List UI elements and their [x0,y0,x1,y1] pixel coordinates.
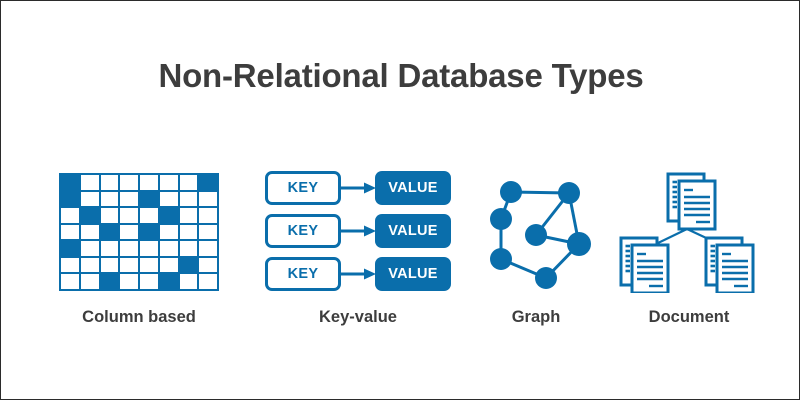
node-graph-icon [485,169,595,293]
grid-cell-filled [199,175,217,190]
grid-cell-empty [159,257,178,273]
graph-node [567,232,591,256]
grid-cell-empty [61,274,79,289]
grid-cell-filled [140,191,158,207]
grid-cell-empty [140,257,158,273]
panel-label-column-based: Column based [82,308,196,326]
document-front-page-lines [722,252,748,288]
document-front-page-lines [637,252,663,288]
grid-cell-empty [199,208,217,223]
grid-cell-empty [199,274,217,289]
grid-cell-empty [179,191,198,207]
grid-cell-empty [140,274,158,289]
graph-node [535,267,557,289]
grid-cell-empty [80,175,99,190]
grid-cell-filled [61,175,79,190]
grid-cell-empty [80,224,99,240]
grid-cell-filled [159,274,178,289]
column-grid [59,173,219,291]
grid-cell-empty [159,191,178,207]
grid-cell-empty [159,241,178,256]
document-tree-svg [619,172,755,295]
document-back-page-lines [672,180,677,209]
arrow-right-icon [341,182,376,194]
node-graph-svg [490,181,591,289]
grid-cell-empty [100,175,119,190]
grid-cell-empty [120,175,138,190]
key-box: KEY [265,214,341,248]
grid-cell-empty [100,208,119,223]
grid-cell-filled [61,241,79,256]
column-grid-icon [59,173,219,291]
key-value-row: KEY VALUE [263,214,453,248]
panel-label-document: Document [648,308,730,326]
grid-cell-empty [140,175,158,190]
key-value-row: KEY VALUE [263,257,453,291]
key-box: KEY [265,257,341,291]
grid-cell-empty [199,191,217,207]
grid-cell-empty [61,208,79,223]
grid-cell-filled [159,208,178,223]
key-box: KEY [265,171,341,205]
grid-cell-filled [179,257,198,273]
grid-cell-filled [100,224,119,240]
grid-cell-empty [140,241,158,256]
grid-cell-empty [179,175,198,190]
arrow-right-icon [341,225,376,237]
graph-node [525,224,547,246]
document-node-child-right [704,236,755,295]
document-node-child-left [619,236,670,295]
grid-cell-empty [61,224,79,240]
grid-cell-empty [80,257,99,273]
document-tree-icon [613,169,761,295]
graph-node [490,208,512,230]
panel-label-graph: Graph [511,308,561,326]
page-title: Non-Relational Database Types [158,57,644,94]
document-back-page-lines [710,244,715,273]
grid-cell-empty [80,274,99,289]
grid-cell-empty [199,241,217,256]
panel-label-key-value: Key-value [319,308,397,326]
grid-cell-filled [140,224,158,240]
grid-cell-empty [120,191,138,207]
graph-node [500,181,522,203]
grid-cell-empty [100,241,119,256]
grid-cell-empty [179,208,198,223]
grid-cell-empty [199,257,217,273]
grid-cell-empty [80,191,99,207]
grid-cell-empty [100,191,119,207]
grid-cell-empty [120,274,138,289]
grid-cell-filled [100,274,119,289]
grid-cell-empty [120,208,138,223]
grid-cell-empty [61,257,79,273]
grid-cell-filled [80,208,99,223]
grid-cell-empty [80,241,99,256]
value-box: VALUE [375,171,451,205]
grid-cell-empty [120,257,138,273]
grid-cell-empty [140,208,158,223]
key-value-pairs-icon: KEY VALUE KEY VALUE KEY VALUE [263,169,453,293]
grid-cell-empty [199,224,217,240]
grid-cell-empty [120,224,138,240]
graph-node [490,248,512,270]
grid-cell-empty [120,241,138,256]
grid-cell-filled [61,191,79,207]
graph-nodes [490,181,591,289]
grid-cell-empty [159,175,178,190]
value-box: VALUE [375,257,451,291]
grid-cell-empty [179,224,198,240]
graph-node [558,182,580,204]
grid-cell-empty [179,274,198,289]
key-value-row: KEY VALUE [263,171,453,205]
grid-cell-empty [179,241,198,256]
grid-cell-empty [159,224,178,240]
document-node-root [666,172,717,231]
arrow-right-icon [341,268,376,280]
document-back-page-lines [625,244,630,273]
value-box: VALUE [375,214,451,248]
document-front-page-lines [684,188,710,224]
grid-cell-empty [100,257,119,273]
